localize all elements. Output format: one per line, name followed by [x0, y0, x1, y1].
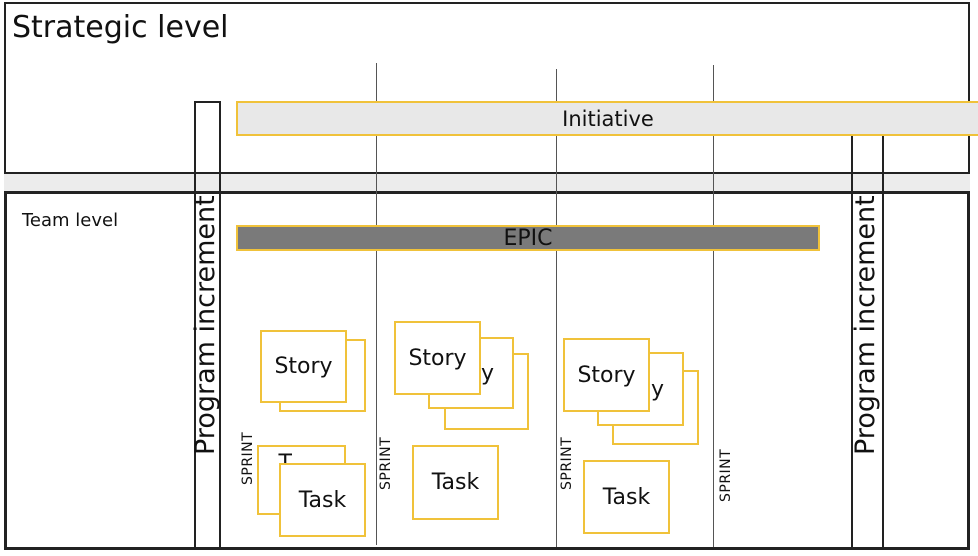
story-card: Story [260, 330, 347, 403]
epic-bar: EPIC [236, 225, 820, 251]
sprint-label-4: SPRINT [718, 448, 734, 502]
initiative-label: Initiative [562, 106, 654, 131]
epic-label: EPIC [503, 225, 553, 251]
task-card: Task [583, 460, 670, 534]
story-card-label: Story [577, 362, 636, 388]
program-increment-left [194, 101, 221, 549]
strategic-level-title: Strategic level [12, 10, 229, 45]
task-card-label: Task [602, 484, 651, 510]
task-card: Task [412, 445, 499, 520]
program-increment-left-label: Program increment [190, 195, 221, 455]
initiative-bar: Initiative [236, 101, 978, 136]
team-level-title: Team level [22, 210, 119, 231]
story-card-fragment: y [650, 376, 664, 402]
task-card-label: Task [431, 470, 480, 495]
story-card-label: Story [408, 345, 467, 371]
sprint-divider-3 [713, 65, 714, 547]
level-separator [4, 174, 970, 191]
sprint-label-3: SPRINT [559, 436, 575, 490]
task-card: Task [279, 463, 366, 537]
story-card: Story [394, 321, 481, 395]
sprint-label-2: SPRINT [378, 436, 394, 490]
story-card-fragment: y [480, 360, 494, 386]
strategic-level-box [4, 2, 970, 174]
sprint-divider-2 [556, 69, 557, 547]
story-card: Story [563, 338, 650, 412]
sprint-divider-1 [376, 63, 377, 545]
task-card-label: Task [298, 487, 347, 513]
story-card-label: Story [274, 354, 333, 379]
sprint-label-1: SPRINT [240, 431, 256, 485]
team-level-box [4, 191, 970, 550]
program-increment-right-label: Program increment [850, 195, 881, 455]
